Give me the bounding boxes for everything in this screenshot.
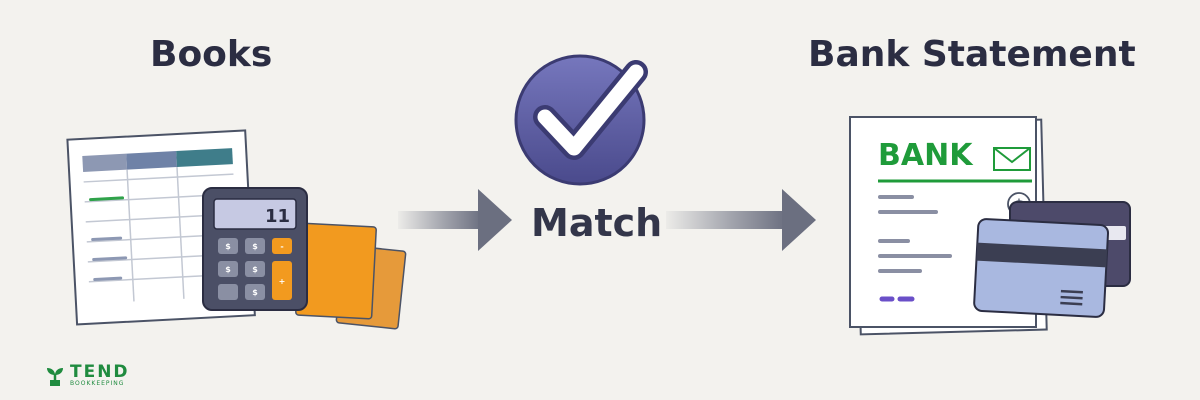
calc-key: $ <box>252 265 258 274</box>
calc-key: $ <box>225 265 231 274</box>
calc-key: - <box>280 242 283 251</box>
brand-logo: TEND BOOKKEEPING <box>44 364 130 388</box>
brand-name: TEND <box>70 362 130 382</box>
match-label: Match <box>531 201 663 245</box>
checkmark-circle-icon <box>514 54 648 186</box>
calc-key: $ <box>252 288 258 297</box>
sprout-icon <box>47 368 63 386</box>
arrow-right-icon <box>398 189 512 251</box>
calculator-icon: 11 $ $ - $ $ + $ <box>202 187 308 311</box>
credit-card-icon <box>973 218 1110 318</box>
calc-key: $ <box>252 242 258 251</box>
bank-statement-title: Bank Statement <box>808 34 1136 75</box>
calc-key: + <box>279 277 286 286</box>
receipt-stack-icon <box>295 222 407 330</box>
brand-tagline: BOOKKEEPING <box>70 380 125 387</box>
books-title: Books <box>150 34 273 75</box>
arrow-right-icon <box>666 189 816 251</box>
envelope-icon <box>993 147 1031 171</box>
bank-doc-heading: BANK <box>878 138 974 173</box>
calc-key: $ <box>225 242 231 251</box>
calculator-display: 11 <box>265 206 290 227</box>
